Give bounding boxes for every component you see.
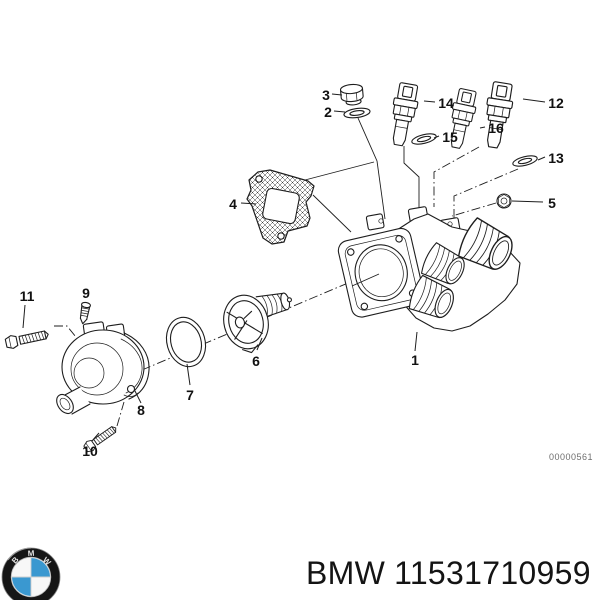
bmw-roundel-icon: B M W bbox=[1, 547, 61, 600]
part-label-15: 15 bbox=[442, 129, 458, 145]
hex-nut-part-5 bbox=[496, 193, 512, 209]
roundel-quadrant-white-tl bbox=[12, 558, 31, 577]
screw-plug-part-3 bbox=[339, 83, 364, 106]
o-ring-part-7 bbox=[165, 316, 207, 368]
gasket-part-4 bbox=[246, 169, 315, 245]
thermostat-housing-part-1 bbox=[337, 206, 521, 332]
part-label-10: 10 bbox=[82, 443, 98, 459]
part-label-14: 14 bbox=[438, 95, 454, 111]
sealing-washer-part-13 bbox=[511, 153, 539, 169]
part-number-value: 11531710959 bbox=[394, 555, 591, 591]
brand-name: BMW bbox=[306, 555, 386, 591]
roundel-quadrant-white-br bbox=[31, 577, 50, 596]
thermostat-cover-part-8 bbox=[56, 321, 150, 415]
roundel-quadrant-blue-bl bbox=[12, 577, 31, 596]
part-labels: 1 2 3 4 5 6 7 8 9 10 11 12 13 14 15 16 bbox=[20, 87, 564, 459]
part-label-2: 2 bbox=[324, 104, 332, 120]
part-label-12: 12 bbox=[548, 95, 564, 111]
part-label-1: 1 bbox=[411, 352, 419, 368]
roundel-quadrant-blue-tr bbox=[31, 558, 50, 577]
temperature-sensor-part-12 bbox=[479, 80, 517, 150]
leader-lines bbox=[22, 93, 546, 442]
bolt-part-11 bbox=[4, 327, 51, 351]
thermostat-part-6 bbox=[223, 292, 292, 354]
vent-screw-part-9 bbox=[79, 301, 92, 325]
logo-letter-b: B bbox=[10, 555, 21, 565]
sealing-washer-part-2 bbox=[342, 106, 372, 120]
part-label-9: 9 bbox=[82, 285, 90, 301]
drawing-number: 00000561 bbox=[549, 452, 593, 462]
logo-letter-m: M bbox=[27, 549, 34, 558]
part-label-5: 5 bbox=[548, 195, 556, 211]
part-label-3: 3 bbox=[322, 87, 330, 103]
part-label-7: 7 bbox=[186, 387, 194, 403]
part-label-4: 4 bbox=[229, 196, 237, 212]
part-label-8: 8 bbox=[137, 402, 145, 418]
sealing-washer-part-15 bbox=[410, 131, 438, 147]
part-label-11: 11 bbox=[20, 288, 35, 304]
part-label-13: 13 bbox=[548, 150, 564, 166]
part-label-6: 6 bbox=[252, 353, 260, 369]
reference-lines bbox=[54, 117, 519, 427]
part-label-16: 16 bbox=[488, 120, 504, 136]
